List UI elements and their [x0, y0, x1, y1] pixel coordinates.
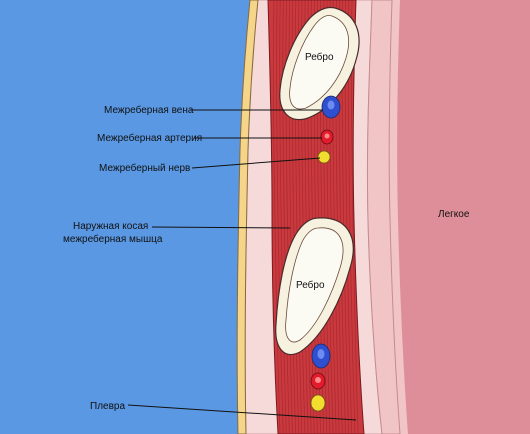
pleura-label: Плевра	[90, 401, 125, 412]
vein-label: Межреберная вена	[104, 104, 194, 116]
vein-lower-highlight	[317, 349, 325, 359]
nerve-lower	[310, 394, 326, 412]
muscle-label-line2: межреберная мышца	[63, 233, 163, 245]
artery-lower-highlight	[315, 377, 321, 383]
muscle-fiber	[276, 0, 284, 434]
pleura-band	[366, 0, 401, 434]
pleura-leader-line	[127, 404, 357, 421]
muscle-fiber	[282, 0, 290, 434]
outside-region	[0, 0, 250, 434]
rib-lower: Ребро	[275, 217, 354, 355]
rib-lower-label: Ребро	[296, 279, 325, 291]
rib-lower-inner	[285, 227, 344, 343]
rib-upper-inner	[289, 15, 349, 110]
muscle-label-line1: Наружная косая	[73, 221, 148, 232]
rib-upper-label: Ребро	[305, 51, 334, 63]
rib-upper: Ребро	[279, 6, 360, 121]
artery-label: Межреберная артерия	[97, 132, 202, 144]
vein-upper-highlight	[327, 100, 335, 110]
nerve-label: Межреберный нерв	[99, 162, 190, 174]
muscle-leader-line	[151, 226, 291, 229]
fat-band	[236, 0, 259, 434]
nerve-leader-line	[191, 157, 321, 169]
muscle-fiber	[288, 0, 296, 434]
artery-upper-highlight	[324, 133, 330, 139]
nerve-upper	[317, 150, 331, 164]
muscle-fiber	[273, 0, 281, 434]
muscle-fiber	[279, 0, 287, 434]
lung-label: Легкое	[438, 209, 470, 220]
muscle-fiber	[285, 0, 293, 434]
